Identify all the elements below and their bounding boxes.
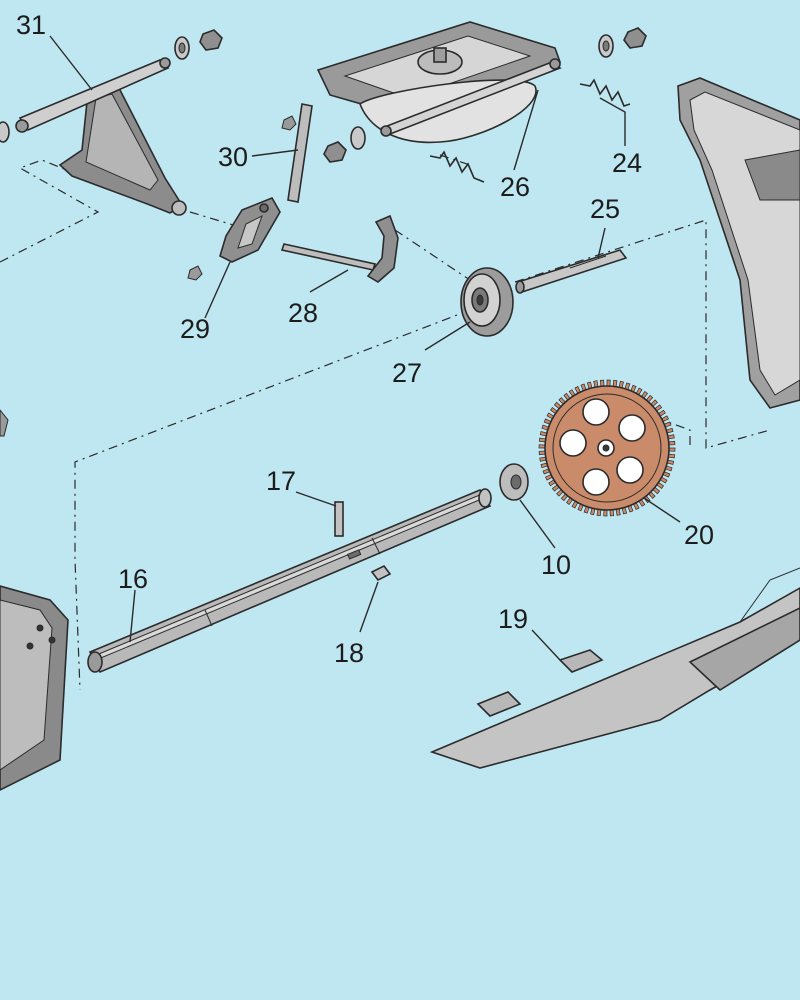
- callout-30: 30: [218, 142, 248, 172]
- part-20-gear: [538, 379, 676, 517]
- part-24-spring: [579, 78, 631, 107]
- callout-31: 31: [16, 10, 46, 40]
- right-housing: [677, 77, 800, 409]
- left-frame: [0, 409, 69, 791]
- callout-19: 19: [498, 604, 528, 634]
- leader-lines: [49, 35, 681, 661]
- callout-25: 25: [590, 194, 620, 224]
- callout-29: 29: [180, 314, 210, 344]
- part-19-plate: [429, 567, 800, 769]
- callout-20: 20: [684, 520, 714, 550]
- callout-28: 28: [288, 298, 318, 328]
- part-18-key: [370, 564, 392, 582]
- part-29-link-plate: [187, 196, 281, 281]
- part-17-pin: [334, 501, 344, 537]
- spring-near-26: [429, 150, 485, 183]
- part-26-pulley-bracket: [316, 21, 647, 163]
- callout-18: 18: [334, 638, 364, 668]
- callout-26: 26: [500, 172, 530, 202]
- part-10-washer: [499, 463, 529, 501]
- part-31-bracket: [0, 29, 223, 216]
- part-30-rod: [281, 103, 313, 203]
- part-27-pulley: [460, 267, 514, 337]
- callout-10: 10: [541, 550, 571, 580]
- part-28-lever: [280, 214, 399, 283]
- callout-27: 27: [392, 358, 422, 388]
- part-25-shaft: [515, 249, 628, 294]
- callout-24: 24: [612, 148, 642, 178]
- part-16-long-shaft: [87, 488, 492, 674]
- callout-17: 17: [266, 466, 296, 496]
- callout-16: 16: [118, 564, 148, 594]
- callout-labels: 31 30 26 24 25 29 28 27 17 16 10 20 18 1…: [16, 10, 714, 668]
